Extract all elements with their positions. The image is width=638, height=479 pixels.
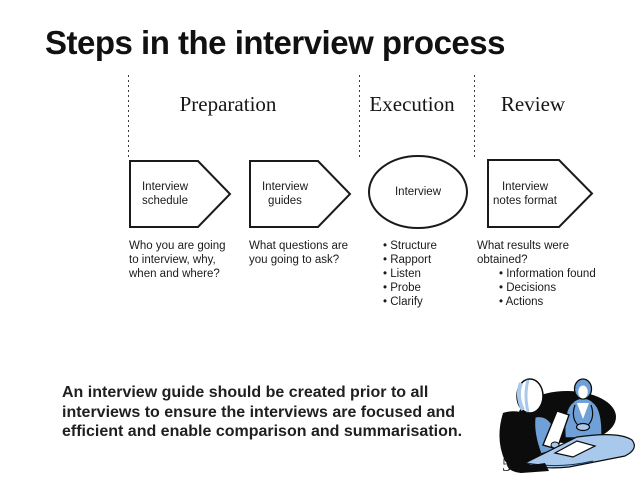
note-interview-bullets: • Structure • Rapport • Listen • Probe •… (383, 239, 437, 309)
note-line: • Actions (499, 296, 544, 308)
footnote: An interview guide should be created pri… (62, 383, 462, 442)
step-label-line: Interview (394, 186, 442, 198)
footnote-line: An interview guide should be created pri… (62, 384, 429, 401)
step-label-line: notes format (493, 194, 557, 207)
phase-header-review: Review (500, 92, 566, 116)
clipart-paper (553, 440, 597, 458)
clipart-interviewee-shirt (577, 403, 589, 419)
note-line: • Information found (499, 268, 596, 280)
footnote-line: interviews to ensure the interviews are … (62, 403, 456, 421)
note-line: Who you are going (129, 240, 226, 252)
note-line: to interview, why, (129, 254, 216, 266)
clipart-chair-back (499, 411, 541, 469)
phase-divider-3 (474, 75, 475, 158)
pentagon-arrow-shape (487, 159, 594, 228)
note-line: you going to ask? (249, 254, 340, 266)
clipart-interviewee-hands (575, 422, 591, 432)
note-line: • Probe (383, 282, 421, 294)
step-shape-interview-schedule: Interview schedule (129, 160, 232, 228)
note-line: • Listen (383, 268, 421, 280)
phase-divider-2 (359, 75, 360, 158)
note-interview-guides: What questions are you going to ask? (249, 239, 348, 267)
pentagon-arrow-shape (249, 160, 352, 228)
note-line: What questions are (249, 240, 349, 252)
step-shape-interview-notes-format: Interview notes format (487, 159, 594, 228)
footnote-line: efficient and enable comparison and summ… (62, 423, 463, 440)
interview-meeting-illustration (499, 378, 635, 473)
note-line: • Rapport (383, 254, 432, 266)
phase-divider-1 (128, 75, 129, 158)
clipart-interviewee-face (578, 385, 588, 399)
ellipse-shape (368, 155, 468, 229)
step-shape-interview: Interview (367, 154, 469, 230)
step-shape-interview-guides: Interview guides (249, 160, 352, 228)
note-line: • Decisions (499, 282, 557, 294)
pentagon-arrow-shape (129, 160, 232, 228)
note-line: obtained? (477, 254, 528, 266)
note-line: What results were (477, 240, 570, 252)
slide-title: Steps in the interview process (45, 24, 506, 61)
note-line: when and where? (129, 268, 220, 280)
step-label-line: Interview (261, 181, 309, 193)
step-label-line: guides (268, 195, 302, 207)
step-label-line: Interview (141, 181, 189, 193)
page-number: 5 (502, 455, 512, 476)
note-line: • Structure (383, 240, 437, 252)
note-line: • Clarify (383, 296, 423, 308)
phase-header-preparation: Preparation (179, 92, 277, 116)
phase-header-execution: Execution (369, 92, 455, 116)
note-interview-schedule: Who you are going to interview, why, whe… (129, 239, 226, 281)
step-label-line: schedule (141, 195, 189, 207)
clipart-chair-base (506, 461, 549, 473)
step-label-line: Interview (501, 180, 549, 193)
note-interview-notes-format: What results were obtained? • Informatio… (477, 239, 596, 309)
